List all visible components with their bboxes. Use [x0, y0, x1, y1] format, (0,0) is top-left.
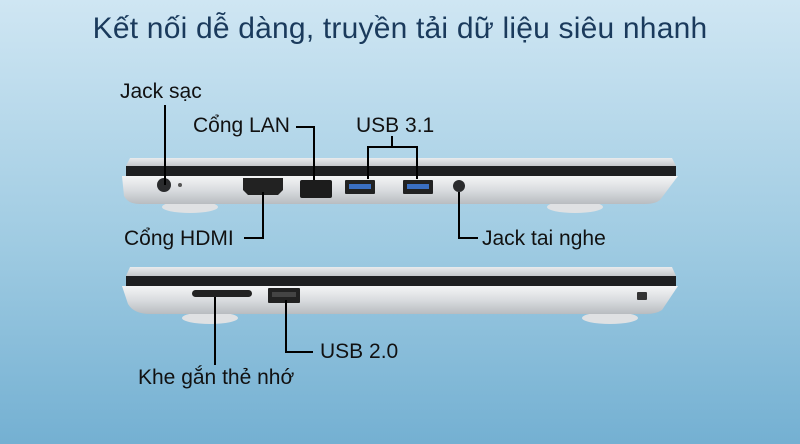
label-usb31: USB 3.1 [356, 114, 435, 137]
label-khe-the-nho: Khe gắn thẻ nhớ [138, 366, 295, 389]
callout-line-usb31-bar [368, 146, 416, 148]
charging-jack-icon [157, 178, 171, 192]
hdmi-port-icon [243, 178, 283, 195]
callout-line-card-reader [214, 297, 216, 365]
callout-line-lan-h [296, 126, 314, 128]
laptop-right-side [122, 267, 678, 324]
callout-line-usb31-right [416, 146, 418, 179]
callout-line-usb31-stem [391, 136, 393, 147]
callout-line-headphone-v [458, 192, 460, 238]
lock-slot-icon [637, 292, 647, 300]
callout-line-hdmi-v [262, 192, 264, 238]
label-cong-hdmi: Cổng HDMI [124, 227, 234, 250]
callout-line-jack-sac [164, 105, 166, 185]
card-reader-slot-icon [192, 290, 252, 297]
label-cong-lan: Cổng LAN [193, 114, 290, 137]
callout-line-usb31-left [367, 146, 369, 179]
label-usb20: USB 2.0 [320, 340, 399, 363]
label-jack-sac: Jack sạc [120, 80, 202, 103]
callout-line-usb20-v [285, 300, 287, 352]
lan-port-icon [300, 180, 332, 198]
callout-line-hdmi-h [244, 237, 264, 239]
label-jack-tai-nghe: Jack tai nghe [482, 227, 606, 250]
callout-line-headphone-h [458, 237, 478, 239]
laptop-left-side [122, 158, 678, 213]
callout-line-lan-v [313, 126, 315, 180]
callout-line-usb20-h [285, 351, 313, 353]
page-title: Kết nối dễ dàng, truyền tải dữ liệu siêu… [92, 12, 708, 45]
headphone-jack-icon [453, 180, 465, 192]
